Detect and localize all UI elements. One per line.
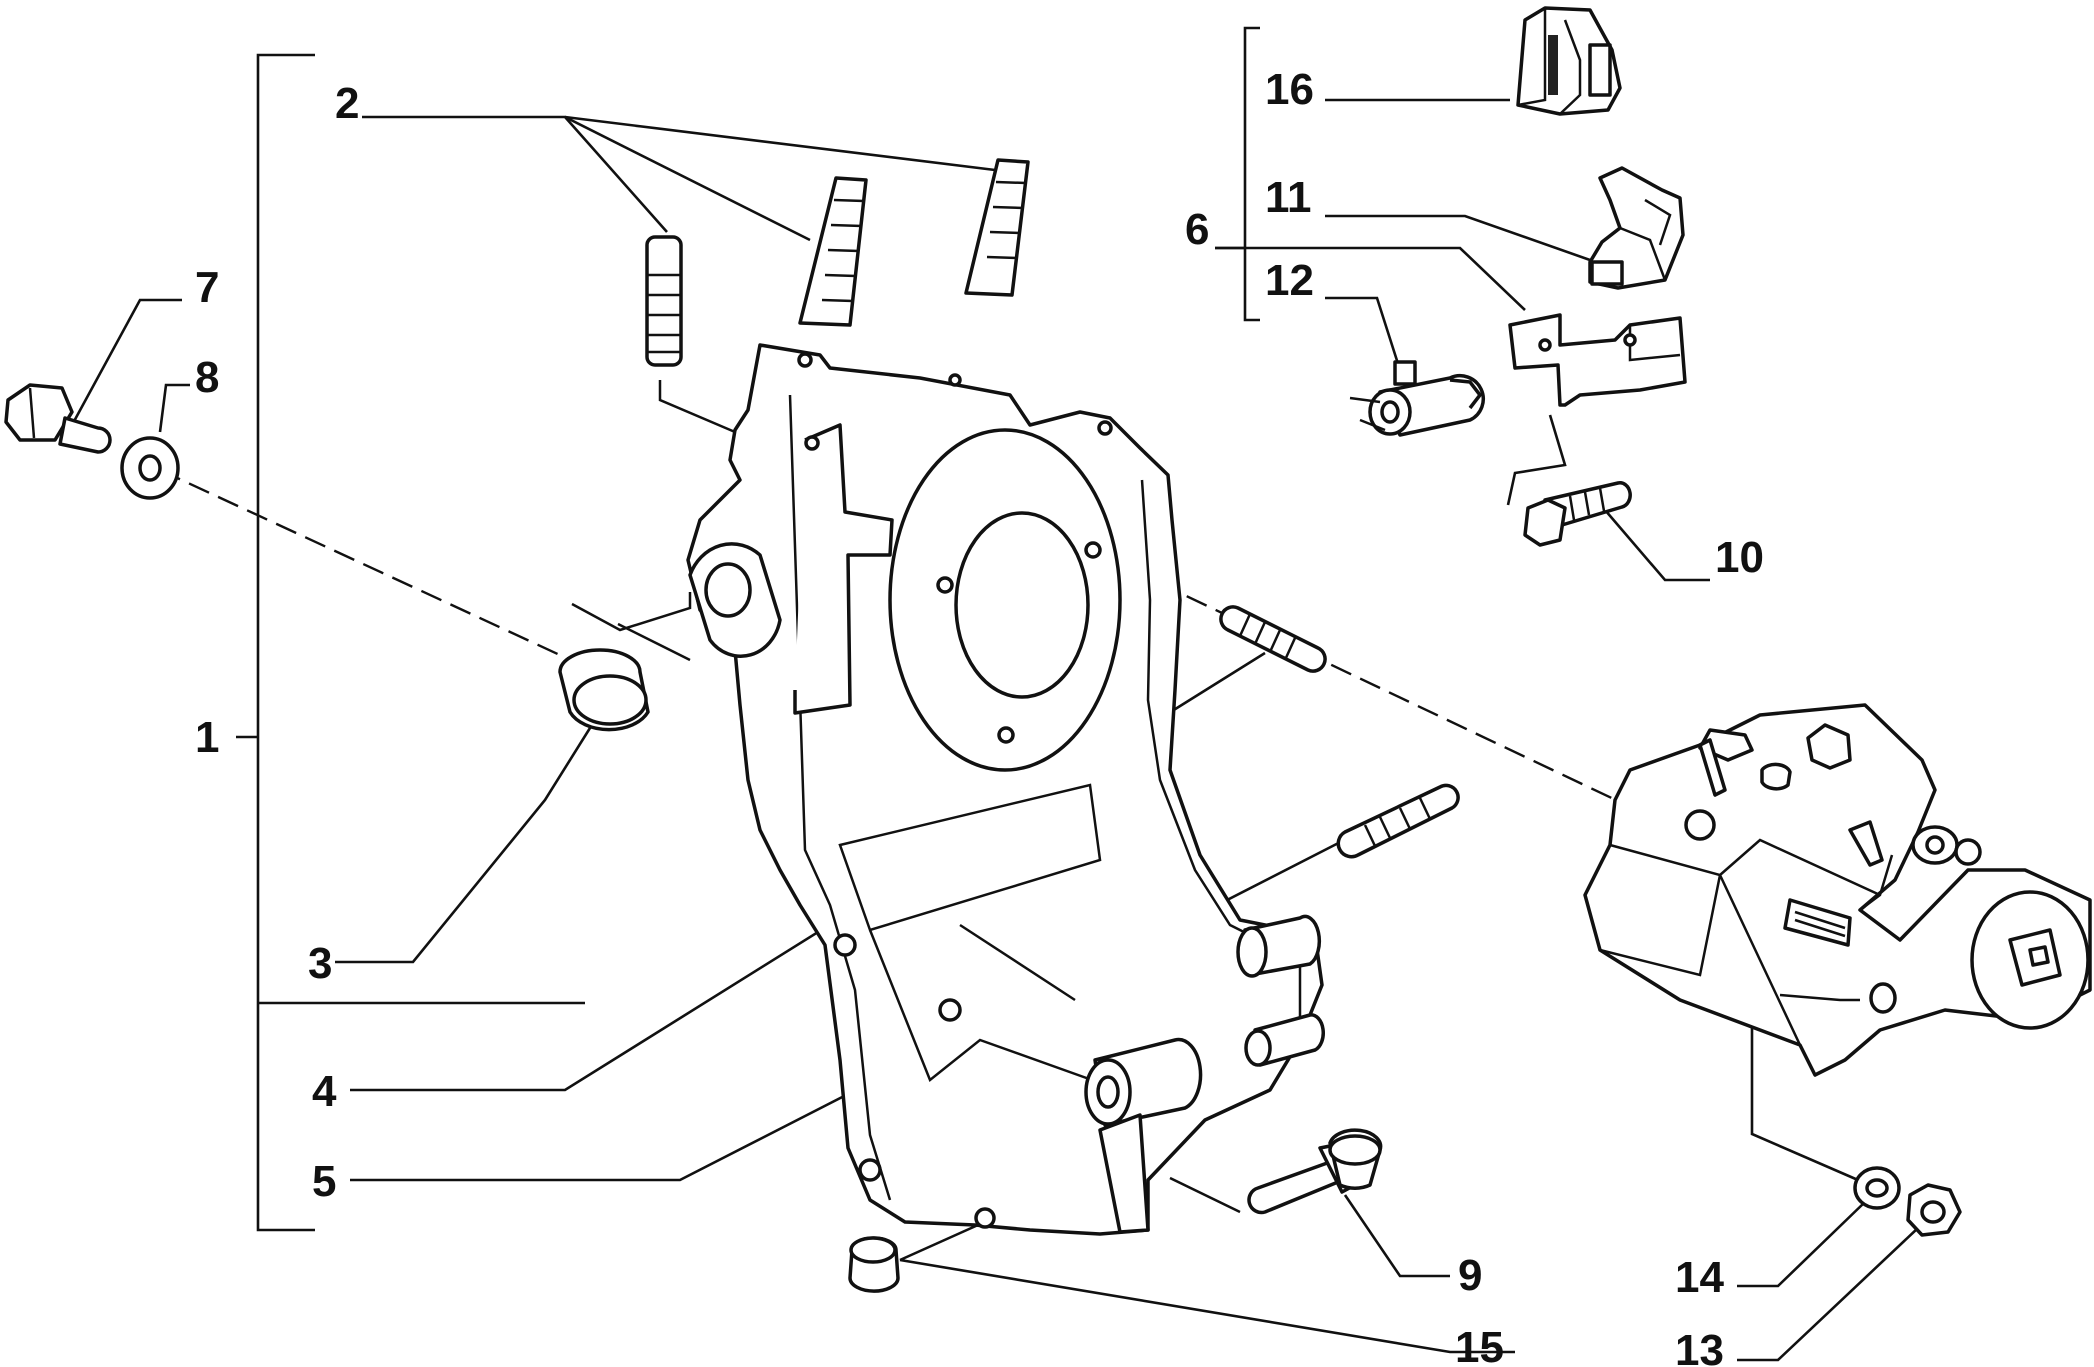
- front-cover-1: [686, 343, 1325, 1236]
- callout-4: 4: [312, 1067, 337, 1116]
- stud-5: [1336, 783, 1460, 859]
- callout-3: 3: [308, 939, 332, 988]
- callout-11: 11: [1265, 173, 1312, 222]
- clip-16: [1516, 6, 1622, 116]
- bolt-10: [1523, 481, 1632, 547]
- nut-13: [1906, 1183, 1962, 1237]
- callout-8: 8: [195, 353, 219, 402]
- callout-2: 2: [335, 79, 359, 128]
- stud-2-right: [964, 158, 1030, 297]
- bracket-6: [1508, 313, 1687, 407]
- callout-16: 16: [1265, 65, 1314, 114]
- callout-labels: 1 2 3 4 5 6 7 8 9 10 11 12 13 14 15 16: [195, 65, 1764, 1367]
- callout-1: 1: [195, 713, 219, 762]
- plug-3: [558, 648, 650, 732]
- callout-12: 12: [1265, 256, 1314, 305]
- callout-7: 7: [195, 263, 219, 312]
- callout-5: 5: [312, 1157, 336, 1206]
- bolt-7: [4, 383, 112, 454]
- assembly-axis-lines: [159, 468, 1701, 842]
- stud-4: [1219, 605, 1327, 673]
- clip-11: [1588, 166, 1685, 290]
- callout-13: 13: [1675, 1326, 1724, 1367]
- stud-2-left: [645, 235, 683, 367]
- callout-14: 14: [1675, 1253, 1724, 1302]
- washer-8: [120, 436, 180, 500]
- washer-14: [1853, 1166, 1901, 1210]
- bolt-9: [1247, 1128, 1383, 1215]
- callout-10: 10: [1715, 533, 1764, 582]
- callout-15: 15: [1455, 1323, 1504, 1367]
- group-bracket-1: [236, 53, 585, 1232]
- stud-2-middle: [798, 176, 868, 327]
- clip-12: [1349, 360, 1485, 437]
- injection-pump: [1583, 703, 2092, 1077]
- group-bracket-6: [1215, 26, 1260, 322]
- callout-6: 6: [1185, 205, 1209, 254]
- callout-9: 9: [1458, 1251, 1482, 1300]
- bushing-15: [848, 1236, 900, 1293]
